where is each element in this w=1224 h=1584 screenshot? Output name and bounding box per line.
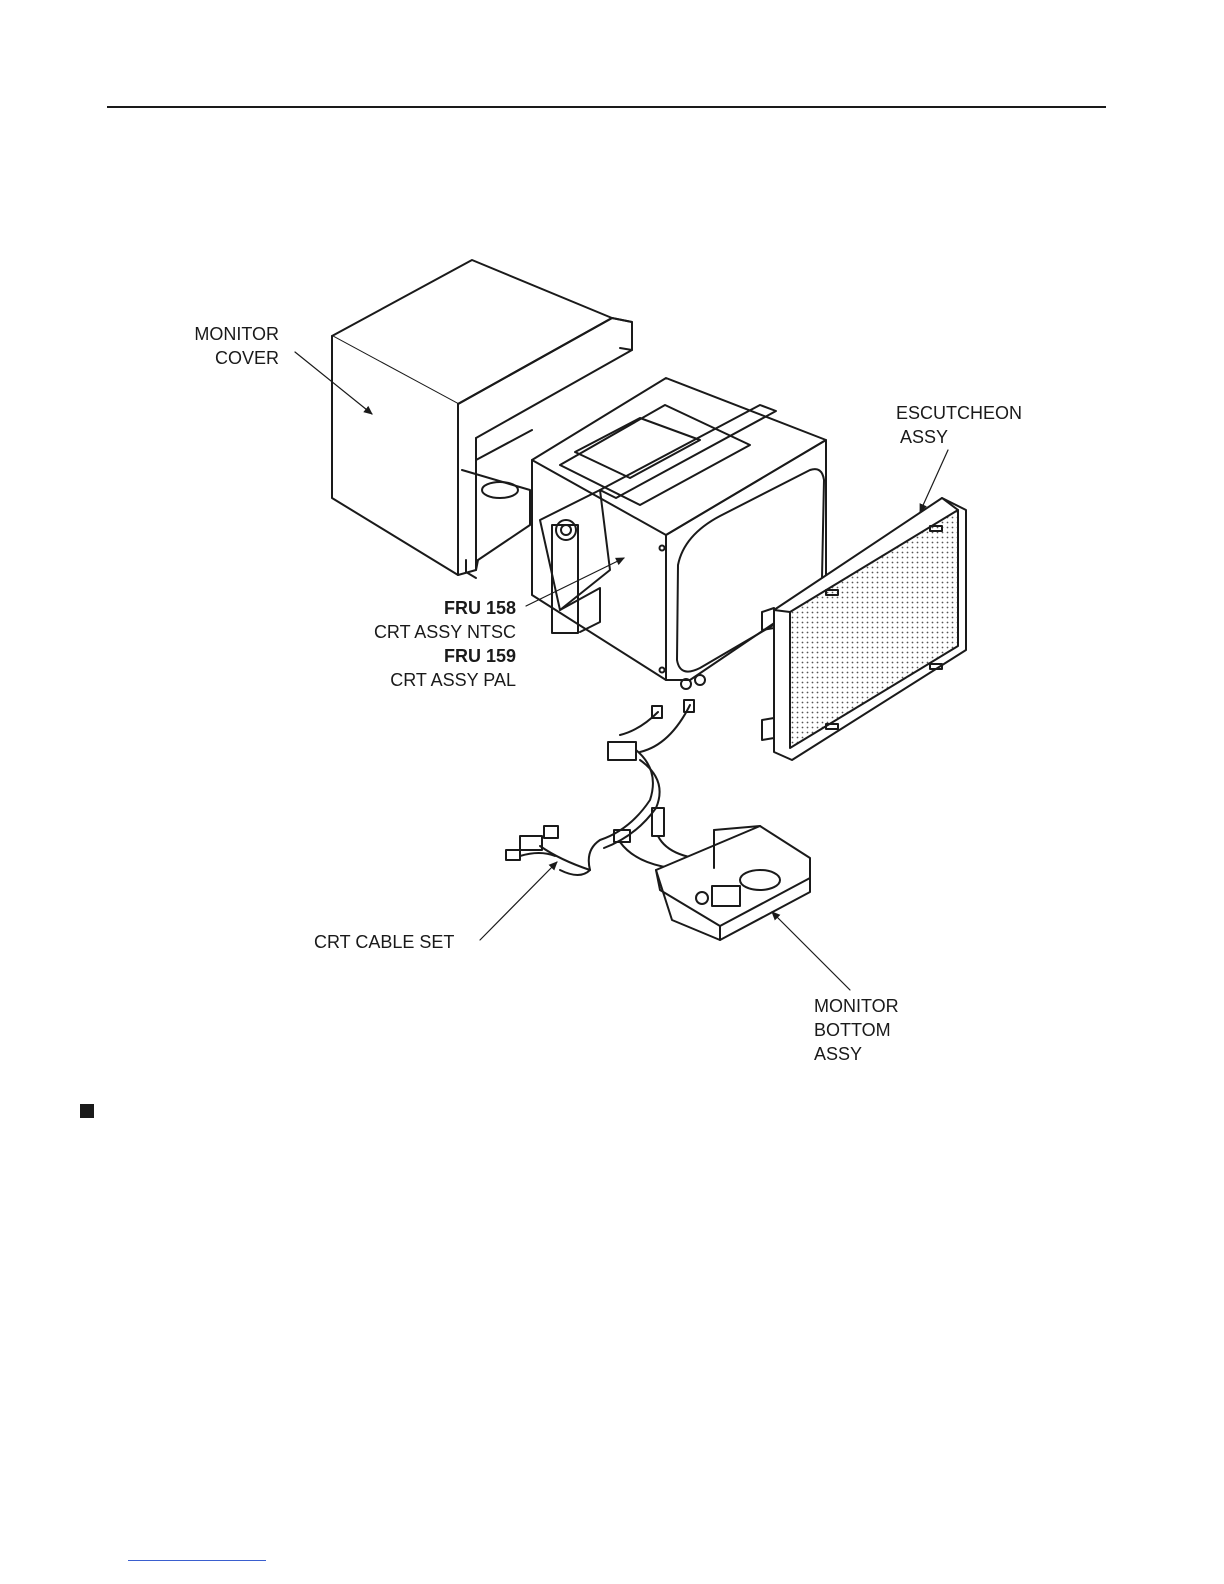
monitor-cover-label: MONITOR COVER: [194, 322, 279, 370]
monitor-bottom-label: MONITOR BOTTOM ASSY: [814, 994, 899, 1066]
crt-cable-set-label: CRT CABLE SET: [314, 930, 454, 954]
monitor-bottom-part: [656, 826, 810, 940]
escutcheon-part: [762, 498, 966, 760]
section-bullet: [80, 1104, 94, 1118]
monitor-cover-part: [332, 260, 632, 578]
escutcheon-label: ESCUTCHEON ASSY: [896, 401, 1022, 449]
crt-cable-set-part: [506, 700, 720, 875]
crt-assy-label: FRU 158 CRT ASSY NTSC FRU 159 CRT ASSY P…: [374, 596, 516, 692]
footer-link-underline[interactable]: [128, 1560, 266, 1561]
